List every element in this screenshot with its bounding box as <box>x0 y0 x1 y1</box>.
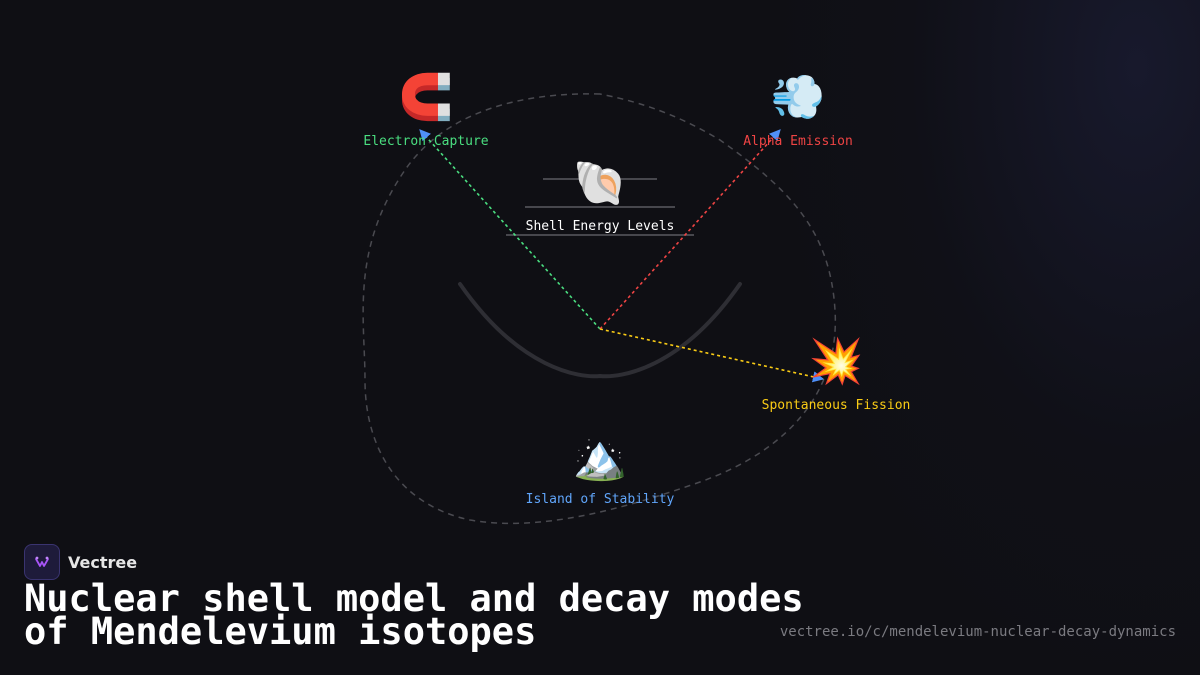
source-url-link[interactable]: vectree.io/c/mendelevium-nuclear-decay-d… <box>779 624 1176 640</box>
brand: Vectree <box>24 544 137 580</box>
nucleus-boundary <box>362 93 837 525</box>
vectree-logo-glyph <box>35 556 49 567</box>
brand-name: Vectree <box>68 552 138 572</box>
potential-well-curve <box>458 282 742 379</box>
magnet-icon: 🧲 <box>398 72 454 123</box>
electron-capture-label: Electron Capture <box>363 134 489 149</box>
explosion-icon: 💥 <box>808 336 864 387</box>
arrow-electron-capture <box>419 129 601 330</box>
page-title: Nuclear shell model and decay modes of M… <box>24 577 804 653</box>
background-glow <box>780 0 1200 675</box>
shell-energy-levels-label: Shell Energy Levels <box>525 219 675 234</box>
mountain-icon: 🏔️ <box>572 432 628 483</box>
shell-icon: 🐚 <box>572 158 628 209</box>
vectree-logo-icon <box>24 544 60 580</box>
alpha-emission-label: Alpha Emission <box>743 134 853 149</box>
arrow-spontaneous-fission <box>599 328 825 383</box>
spontaneous-fission-label: Spontaneous Fission <box>761 398 911 413</box>
dash-wind-icon: 💨 <box>770 72 826 123</box>
arrow-alpha-emission <box>599 129 781 330</box>
island-of-stability-label: Island of Stability <box>525 492 675 507</box>
